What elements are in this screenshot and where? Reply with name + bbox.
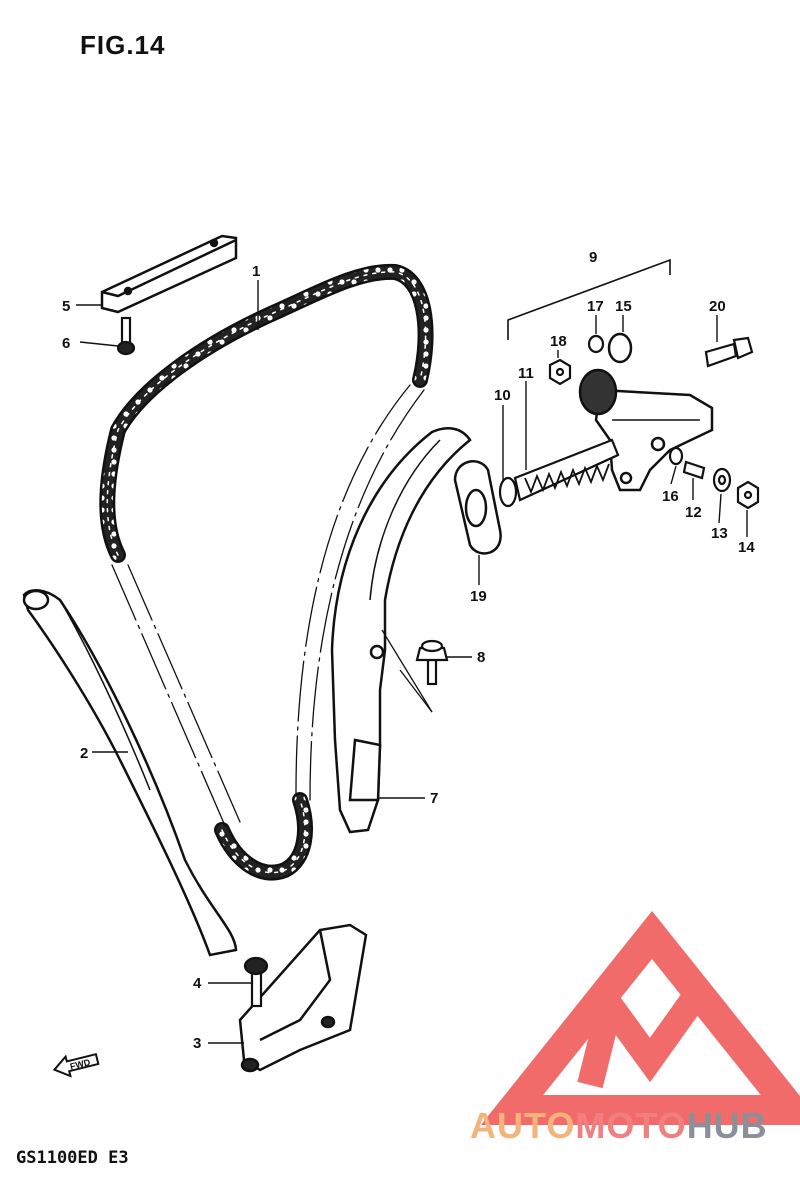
assembly-bracket-line <box>507 258 671 340</box>
part-label-10: 10 <box>494 387 511 404</box>
part-label-12: 12 <box>685 504 702 521</box>
leader-lines <box>76 280 748 1044</box>
part-label-9: 9 <box>589 249 597 266</box>
stud-12 <box>682 460 706 480</box>
part-label-8: 8 <box>477 649 485 666</box>
part-label-17: 17 <box>587 298 604 315</box>
part-label-18: 18 <box>550 333 567 350</box>
lock-nut <box>548 358 572 386</box>
bolt-leader-lines <box>381 629 433 713</box>
bracket-bolt <box>243 956 269 1008</box>
upper-chain-guide <box>100 234 238 314</box>
tensioner-spring <box>524 463 610 495</box>
part-label-1: 1 <box>252 263 260 280</box>
guide-bolt <box>415 639 449 686</box>
watermark-text-moto: MOTO <box>575 1105 686 1146</box>
part-label-6: 6 <box>62 335 70 352</box>
forward-arrow-icon: FWD <box>52 1052 100 1078</box>
washer-13 <box>712 467 732 493</box>
model-code: GS1100ED E3 <box>16 1148 129 1168</box>
figure-title: FIG.14 <box>80 30 166 60</box>
part-label-4: 4 <box>193 975 202 992</box>
part-label-7: 7 <box>430 790 438 807</box>
o-ring-small <box>587 334 605 354</box>
watermark-text-hub: HUB <box>687 1105 768 1146</box>
chain-tensioner-assembly <box>578 368 714 492</box>
part-label-15: 15 <box>615 298 632 315</box>
tensioner-bolt <box>704 336 754 368</box>
part-label-14: 14 <box>738 539 755 556</box>
part-label-20: 20 <box>709 298 726 315</box>
tensioner-gasket <box>453 460 502 555</box>
watermark-logo <box>480 910 800 1125</box>
washer-16 <box>668 446 684 466</box>
nut-14 <box>736 480 760 510</box>
part-label-13: 13 <box>711 525 728 542</box>
guide-screw <box>116 316 136 356</box>
watermark-text: AUTOMOTOHUB <box>470 1105 768 1146</box>
cam-chain <box>99 263 434 881</box>
forward-arrow-label: FWD <box>69 1057 92 1072</box>
o-ring <box>607 332 633 364</box>
part-label-19: 19 <box>470 588 487 605</box>
part-label-5: 5 <box>62 298 70 315</box>
tensioner-chain-guide <box>330 427 472 834</box>
part-label-2: 2 <box>80 745 88 762</box>
rear-chain-guide <box>22 589 238 957</box>
part-label-16: 16 <box>662 488 679 505</box>
lower-guide-bracket <box>238 923 368 1073</box>
part-label-3: 3 <box>193 1035 201 1052</box>
part-label-11: 11 <box>518 365 534 382</box>
watermark-text-auto: AUTO <box>470 1105 575 1146</box>
